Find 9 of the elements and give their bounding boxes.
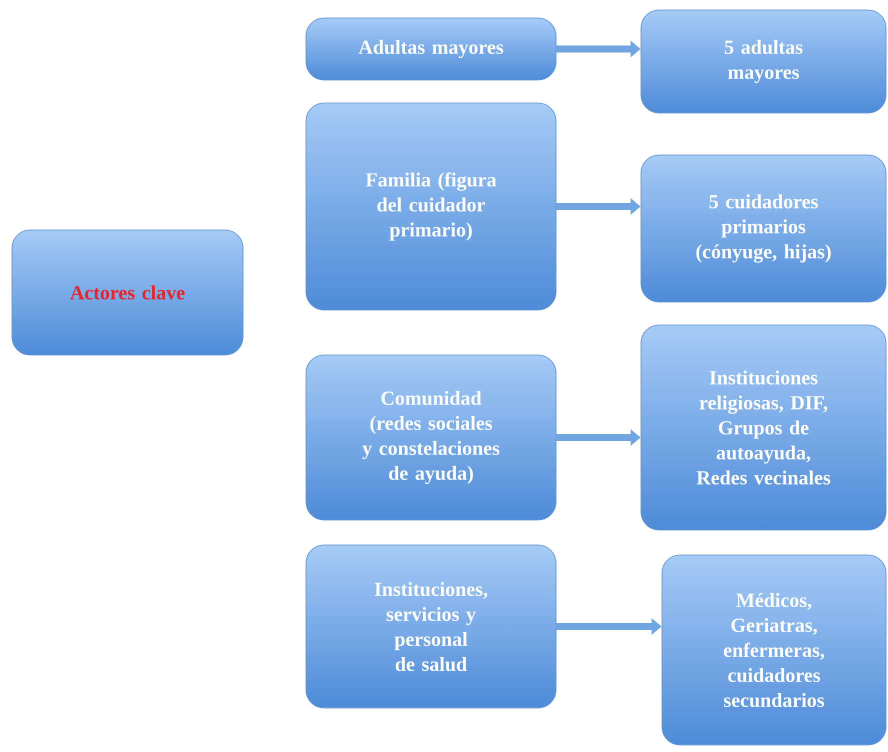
rounded-box: Adultas mayores <box>306 18 556 80</box>
rounded-box: Médicos, Geriatras, enfermeras, cuidadores secundarios <box>662 554 886 746</box>
rounded-box: Comunidad (redes sociales y constelaciones de ayuda) <box>306 354 556 520</box>
rounded-box: Familia (figura del cuidador primario) <box>306 102 556 310</box>
rounded-box: 5 cuidadores primarios (cónyuge, hijas) <box>640 154 886 302</box>
rounded-box: 5 adultas mayores <box>640 10 886 114</box>
rounded-box: Instituciones religiosas, DIF, Grupos de autoayuda, Redes vecinales <box>640 324 886 530</box>
rounded-box: Instituciones, servicios y personal de salud <box>306 544 556 708</box>
rounded-box: Actores clave <box>12 230 244 356</box>
